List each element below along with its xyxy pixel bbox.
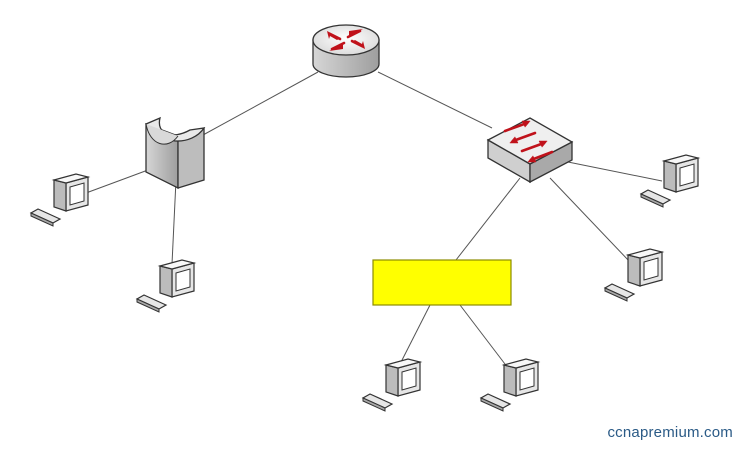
switch-icon [486,117,574,184]
link-router-hub [202,71,319,136]
computer-icon [30,173,89,227]
unknown-device-box [372,259,512,306]
link-router-switch [377,71,493,129]
link-hub-pc-1 [85,169,149,194]
computer-icon [604,248,663,302]
link-switch-pc-1 [567,161,663,182]
hub-icon [145,116,206,190]
computer-icon [362,358,421,412]
link-lines [85,71,663,369]
link-switch-unknown [455,177,521,261]
link-unknown-pc-2 [459,304,509,369]
computer-icon [136,259,195,313]
router-icon [312,24,380,78]
computer-icon [480,358,539,412]
link-unknown-pc-1 [397,304,431,369]
link-hub-pc-2 [171,179,177,265]
computer-icon [640,154,699,208]
watermark-text: ccnapremium.com [607,424,733,441]
link-switch-pc-2 [549,177,631,263]
